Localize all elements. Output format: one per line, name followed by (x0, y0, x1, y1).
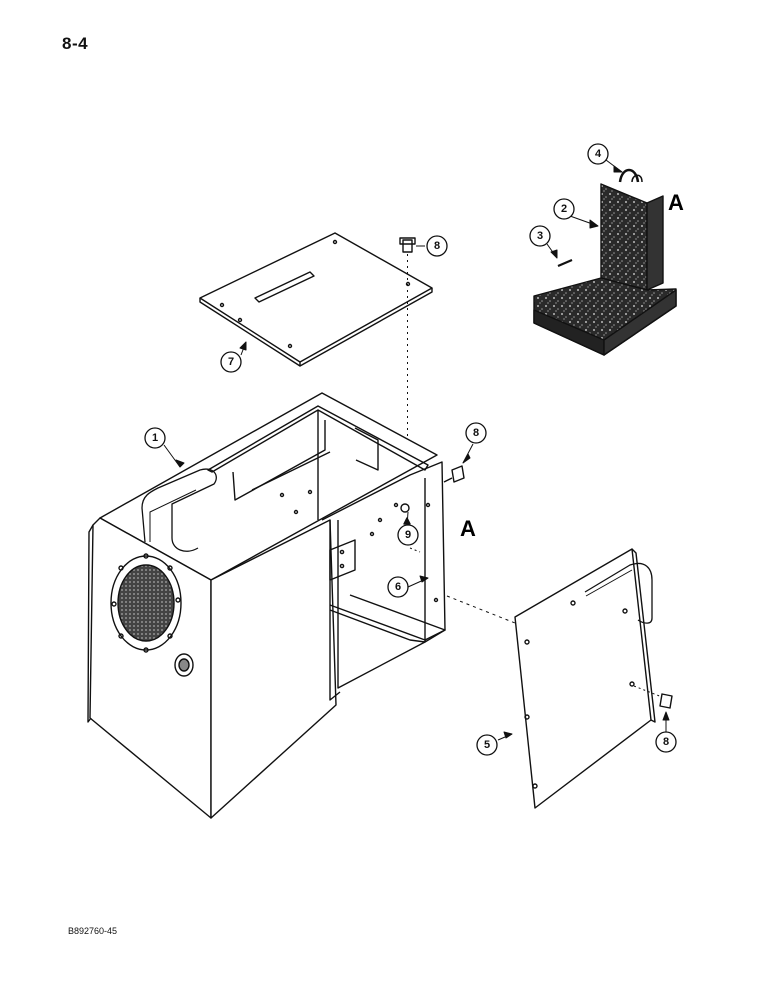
figure-code: B892760-45 (68, 926, 118, 936)
battery-box (533, 183, 677, 356)
callout-5: 5 (484, 739, 490, 751)
cap-screw-side (443, 465, 465, 483)
view-reference-a-battery: A (668, 190, 684, 215)
callout-leaders (163, 159, 670, 741)
callout-4: 4 (595, 148, 602, 160)
callout-circles (144, 143, 677, 756)
access-door-panel (514, 548, 656, 809)
page-number: 8-4 (62, 34, 89, 53)
nut (400, 503, 411, 527)
callout-8-top: 8 (434, 240, 440, 252)
view-reference-a-housing: A (460, 516, 476, 541)
cap-screw-door (633, 685, 673, 709)
callout-7: 7 (228, 356, 234, 368)
callout-8-side: 8 (473, 427, 479, 439)
callout-3: 3 (537, 230, 543, 242)
callout-9: 9 (405, 529, 411, 541)
callout-2: 2 (561, 203, 567, 215)
callout-1: 1 (152, 432, 158, 444)
retaining-pin (557, 258, 573, 268)
callout-8-door: 8 (663, 736, 669, 748)
top-cover-plate (199, 232, 433, 367)
battery-strap-handle (618, 168, 643, 183)
cap-screw-top (399, 237, 416, 445)
console-housing (87, 392, 446, 819)
callout-6: 6 (395, 581, 401, 593)
